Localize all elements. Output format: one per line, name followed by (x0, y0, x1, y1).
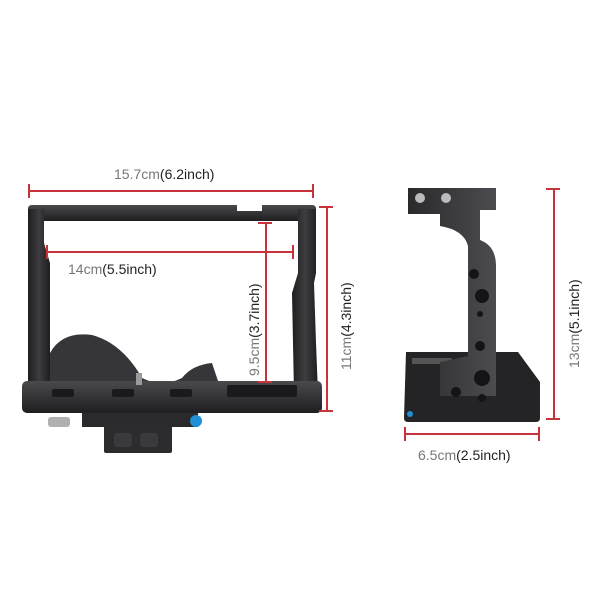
front-view-cage (22, 203, 322, 463)
dimension-cap (292, 245, 294, 259)
dimension-cap (258, 381, 272, 383)
dimension-line (265, 223, 267, 383)
side-height-label: 13cm(5.1inch) (566, 279, 582, 368)
camera-cage-front-icon (22, 205, 322, 453)
dimension-line (404, 433, 540, 435)
dimension-line (553, 189, 555, 420)
dimension-cap (319, 206, 333, 208)
camera-cage-side-icon (404, 188, 540, 422)
dimension-line (46, 251, 294, 253)
dimension-cap (404, 427, 406, 441)
front-width-label: 15.7cm(6.2inch) (114, 166, 215, 182)
side-depth-label: 6.5cm(2.5inch) (418, 447, 511, 463)
front-inner-height-label: 9.5cm(3.7inch) (246, 283, 262, 376)
front-inner-width-label: 14cm(5.5inch) (68, 261, 157, 277)
dimension-cap (312, 184, 314, 198)
dimension-line (326, 207, 328, 412)
dimension-cap (258, 222, 272, 224)
dimension-line (28, 190, 314, 192)
dimension-cap (546, 188, 560, 190)
side-view-cage (400, 186, 550, 426)
dimension-cap (46, 245, 48, 259)
dimension-cap (319, 410, 333, 412)
front-height-label: 11cm(4.3inch) (338, 282, 354, 370)
dimension-cap (546, 418, 560, 420)
dimension-cap (28, 184, 30, 198)
dimension-cap (538, 427, 540, 441)
